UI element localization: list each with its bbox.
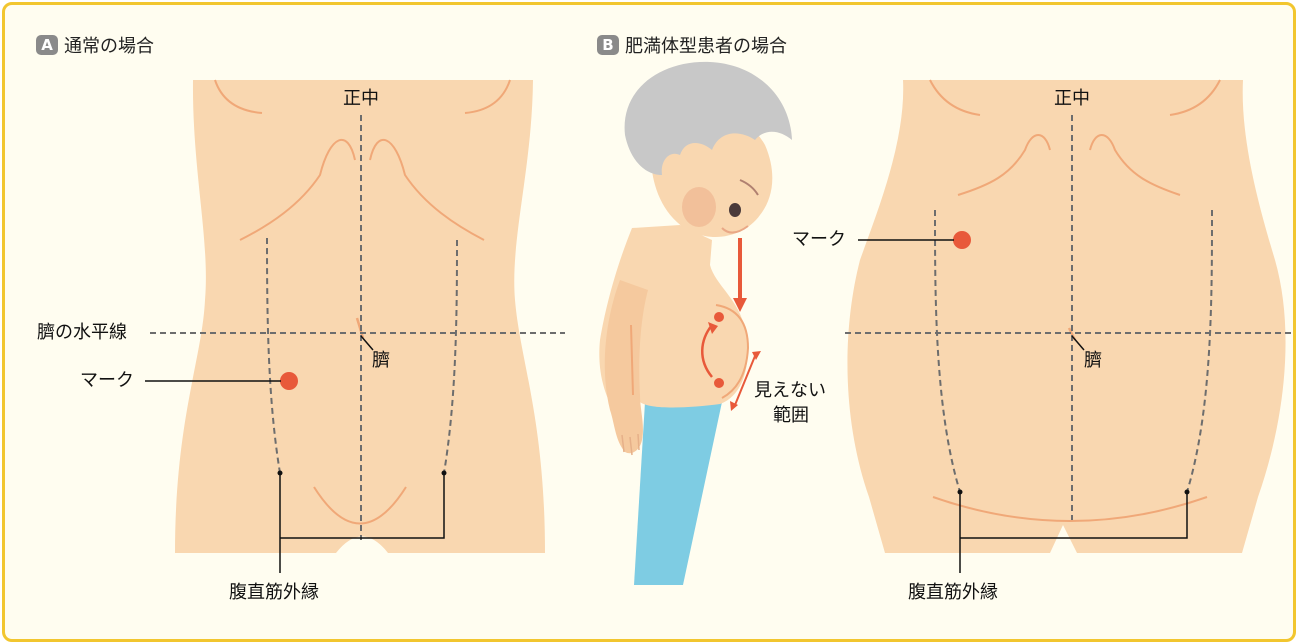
patient-figure [599, 62, 792, 585]
torso-b-body [847, 80, 1285, 553]
hidden-range-label-line1: 見えない [754, 382, 826, 400]
mark-label-a: マーク [80, 372, 134, 390]
mark-label-b: マーク [792, 231, 846, 249]
diagram-canvas [0, 0, 1300, 627]
midline-label-a: 正中 [343, 90, 379, 108]
stoma-mark-a [280, 372, 298, 390]
rectus-label-b: 腹直筋外縁 [908, 584, 998, 602]
belly-point-top [714, 312, 724, 322]
midline-label-b: 正中 [1054, 90, 1090, 108]
navel-label-b: 臍 [1084, 352, 1102, 370]
hidden-range-label-line2: 範囲 [773, 407, 809, 425]
torso-b [847, 80, 1285, 553]
stoma-mark-b [953, 231, 971, 249]
navel-line-label-a: 臍の水平線 [37, 324, 127, 342]
navel-label-a: 臍 [372, 352, 390, 370]
patient-pants [634, 402, 722, 585]
patient-eye [729, 203, 741, 217]
belly-point-bottom [714, 378, 724, 388]
patient-ear [682, 187, 716, 227]
rectus-label-a: 腹直筋外縁 [229, 584, 319, 602]
